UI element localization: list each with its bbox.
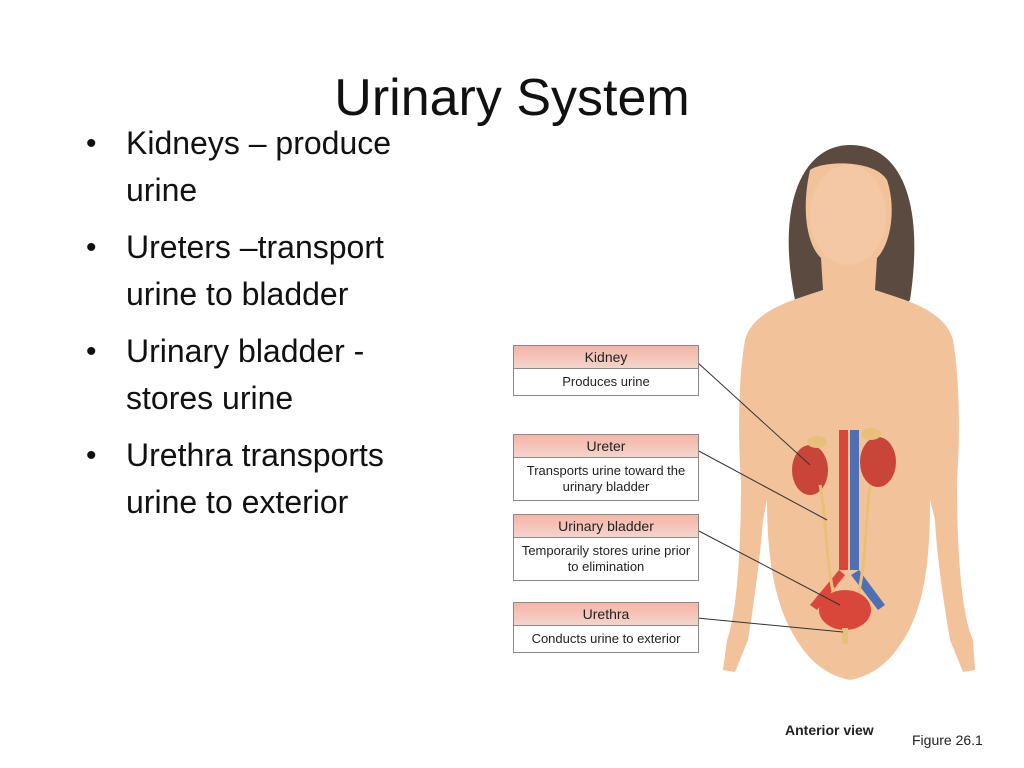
bullet-item: • Urinary bladder - stores urine [86,328,446,422]
label-heading: Urethra [514,603,698,626]
bullet-dot-icon: • [86,335,97,368]
figure-number: Figure 26.1 [912,732,983,748]
slide-title: Urinary System [334,69,690,127]
label-urinary-bladder: Urinary bladder Temporarily stores urine… [513,514,699,581]
bullet-dot-icon: • [86,439,97,472]
label-heading: Ureter [514,435,698,458]
ureter-leader-line [696,449,828,521]
face-shape [810,165,886,265]
label-description: Produces urine [562,374,650,389]
label-heading: Urinary bladder [514,515,698,538]
view-caption: Anterior view [785,722,874,738]
bullet-list: • Kidneys – produce urine • Ureters –trans… [86,120,446,536]
label-description: Transports urine toward the urinary blad… [526,463,686,494]
urethra-shape [842,628,848,644]
bullet-dot-icon: • [86,231,97,264]
label-kidney: Kidney Produces urine [513,345,699,396]
bladder-shape [819,590,871,630]
label-description: Conducts urine to exterior [531,631,681,646]
aorta-shape [839,430,848,570]
bullet-item: • Kidneys – produce urine [86,120,446,214]
kidney-leader-line [696,361,811,466]
urethra-leader-line [696,617,844,633]
body-shape [723,163,975,680]
label-urethra: Urethra Conducts urine to exterior [513,602,699,653]
anatomy-illustration [696,145,975,680]
vena-cava-shape [850,430,859,570]
label-description: Temporarily stores urine prior to elimin… [521,543,691,574]
left-ureter-shape [818,484,837,601]
bullet-text: Urinary bladder - stores urine [126,333,365,416]
left-kidney-shape [792,445,828,495]
label-ureter: Ureter Transports urine toward the urina… [513,434,699,501]
urinary-system-figure: Kidney Produces urine Ureter Transports … [505,140,1005,750]
bullet-text: Urethra transports urine to exterior [126,437,384,520]
bullet-item: • Urethra transports urine to exterior [86,432,446,526]
bullet-item: • Ureters –transport urine to bladder [86,224,446,318]
right-kidney-shape [860,437,896,487]
label-heading: Kidney [514,346,698,369]
bullet-text: Ureters –transport urine to bladder [126,229,384,312]
bullet-dot-icon: • [86,127,97,160]
bladder-leader-line [696,529,841,606]
bullet-text: Kidneys – produce urine [126,125,392,208]
right-ureter-shape [855,484,872,601]
